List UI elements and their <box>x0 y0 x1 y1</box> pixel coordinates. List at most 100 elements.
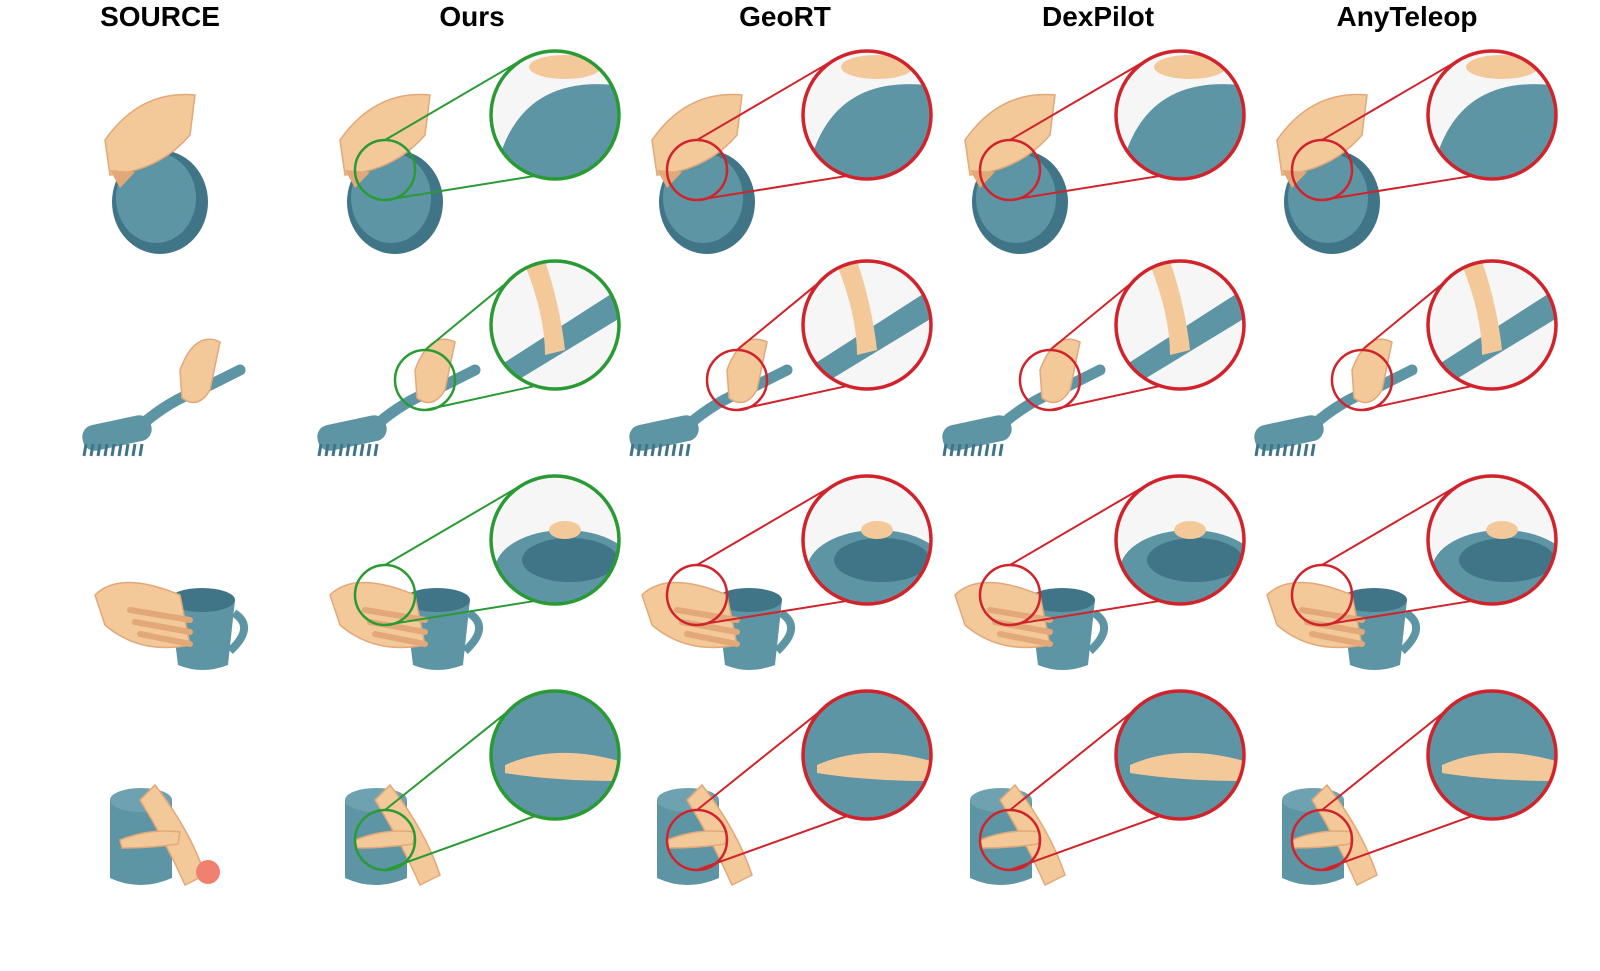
hand-palm <box>179 338 221 404</box>
zoom-connector <box>1009 174 1161 201</box>
hand-finger <box>362 607 428 623</box>
zoom-finger <box>1150 261 1190 355</box>
brush-head <box>942 415 1012 451</box>
zoom-object <box>1120 84 1244 179</box>
hand-palm <box>1039 338 1081 404</box>
selection-circle <box>1290 808 1354 872</box>
panel-can-dexpilot <box>970 689 1246 887</box>
zoom-object-inner <box>522 538 618 582</box>
zoom-object <box>1432 84 1556 179</box>
brush-bristle <box>984 443 990 457</box>
zoom-circle <box>1114 474 1246 606</box>
brush-bristle <box>110 443 116 457</box>
zoom-content <box>1428 51 1556 179</box>
brush-bristle <box>331 443 337 457</box>
brush-bristle <box>131 443 137 457</box>
zoom-connector <box>384 483 524 566</box>
brush-bristle <box>657 443 663 457</box>
zoom-content <box>803 691 931 819</box>
zoom-content <box>803 476 931 604</box>
brush-bristle <box>963 443 969 457</box>
selection-circle <box>353 808 417 872</box>
zoom-connector <box>384 174 536 201</box>
brush-bristle <box>685 443 691 457</box>
zoom-connector <box>1321 174 1473 201</box>
brush-bristle <box>1275 443 1281 457</box>
brush-bristle <box>1296 443 1302 457</box>
brush-bristle <box>82 443 88 457</box>
panel-bowl-geort <box>651 49 933 254</box>
zoom-finger <box>525 261 565 355</box>
zoom-circle <box>1114 689 1246 821</box>
panel-bowl-ours <box>339 49 621 254</box>
zoom-content <box>1428 691 1556 819</box>
panel-brush-geort <box>629 259 933 457</box>
zoom-connector <box>1321 58 1461 141</box>
hand-palm <box>104 93 196 176</box>
zoom-connector <box>384 698 524 811</box>
zoom-finger <box>1462 261 1502 355</box>
brush-bristle <box>977 443 983 457</box>
column-headers: SOURCE Ours GeoRT DexPilot AnyTeleop <box>0 0 1600 40</box>
panel-mug-anyteleop <box>1266 474 1558 670</box>
panel-can-anyteleop <box>1282 689 1558 887</box>
hand-palm <box>414 338 456 404</box>
zoom-connector <box>1321 483 1461 566</box>
hand-finger <box>132 619 193 635</box>
panel-brush-dexpilot <box>942 259 1246 457</box>
mug-handle <box>227 609 248 654</box>
selection-circle <box>1330 348 1394 412</box>
bowl-inner <box>116 153 196 243</box>
zoom-content <box>1116 51 1244 179</box>
mug-rim <box>1029 588 1095 612</box>
zoom-finger <box>817 752 931 781</box>
selection-circle <box>978 138 1042 202</box>
brush-bristle <box>671 443 677 457</box>
brush-bristle <box>1289 443 1295 457</box>
header-source: SOURCE <box>100 1 220 32</box>
brush-bristle <box>1303 443 1309 457</box>
panel-mug-geort <box>641 474 933 670</box>
brush-bristle <box>117 443 123 457</box>
mug-rim <box>1341 588 1407 612</box>
zoom-circle <box>1426 49 1558 181</box>
zoom-object <box>495 84 619 179</box>
zoom-content <box>803 261 931 389</box>
zoom-finger <box>1130 752 1244 781</box>
hand-finger <box>127 607 193 623</box>
zoom-finger <box>1154 55 1226 79</box>
selection-circle <box>1290 138 1354 202</box>
zoom-object-inner <box>1147 538 1243 582</box>
hand-palm <box>1351 338 1393 404</box>
brush-bristle <box>352 443 358 457</box>
zoom-connector <box>736 384 849 411</box>
header-ours: Ours <box>439 1 505 32</box>
zoom-connector <box>1361 384 1474 411</box>
panel-can-source <box>110 783 220 887</box>
zoom-finger <box>505 752 619 781</box>
selection-circle <box>353 563 417 627</box>
zoom-object-inner <box>1459 538 1555 582</box>
hand-thumb <box>979 830 1041 849</box>
brush-bristle <box>338 443 344 457</box>
hand-thumb <box>666 830 728 849</box>
zoom-connector <box>384 814 537 871</box>
hand-thumb <box>1291 830 1353 849</box>
brush-bristle <box>373 443 379 457</box>
mug-rim <box>716 588 782 612</box>
brush-bristle <box>1310 443 1316 457</box>
selection-circle <box>665 563 729 627</box>
brush-bristle <box>636 443 642 457</box>
zoom-circle <box>489 689 621 821</box>
zoom-connector <box>696 599 848 626</box>
hand-finger <box>1299 607 1365 623</box>
mug-handle <box>1087 609 1108 654</box>
panel-bowl-dexpilot <box>964 49 1246 254</box>
hand-palm <box>726 338 768 404</box>
brush-bristle <box>1261 443 1267 457</box>
zoom-finger <box>841 55 913 79</box>
brush-head <box>317 415 387 451</box>
zoom-circle <box>801 689 933 821</box>
brush-bristle <box>138 443 144 457</box>
